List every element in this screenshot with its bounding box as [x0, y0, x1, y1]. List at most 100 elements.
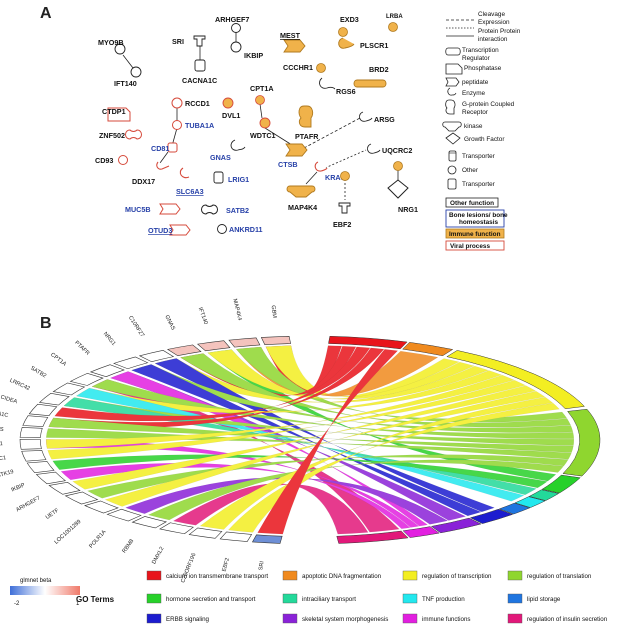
- go-swatch-11: [507, 613, 523, 624]
- gene-segment-24: [219, 531, 253, 542]
- gene-label-1: MAP4K4: [231, 298, 242, 321]
- legend-transporter-2: Transporter: [462, 181, 496, 188]
- legend-peptidase-icon: [445, 77, 460, 87]
- node-ctsb: [285, 143, 308, 157]
- node-brd2: [353, 79, 387, 88]
- go-swatch-4: [146, 593, 162, 604]
- node-ptafr: [298, 105, 314, 128]
- node-ebf2: [338, 202, 351, 214]
- node-uqcrc2: [367, 143, 381, 154]
- term-segment-9: [430, 517, 482, 534]
- go-swatch-2: [402, 570, 418, 581]
- node-myo9b: [114, 43, 126, 55]
- gene-label-6: PTAFR: [73, 340, 90, 357]
- gene-segment-10: [28, 403, 58, 416]
- chord-link-25: [45, 375, 515, 449]
- go-label-0: calcium ion transmembrane transport: [166, 573, 268, 580]
- node-plscr1: [338, 37, 355, 49]
- label-cd93: CD93: [95, 156, 113, 165]
- label-arhgef7: ARHGEF7: [215, 15, 249, 24]
- panel-a-legend: Cleavage Expression Protein Protein inte…: [442, 11, 521, 251]
- legend-box-immune: [445, 228, 505, 239]
- legend-cleavage: Cleavage: [478, 11, 505, 18]
- gene-segment-7: [69, 373, 104, 386]
- term-segment-1: [402, 342, 454, 357]
- edge-cpt1a-wdtc1: [259, 103, 263, 119]
- label-lrba: LRBA: [386, 14, 403, 20]
- label-cpt1a: CPT1A: [250, 84, 274, 93]
- label-dvl1: DVL1: [222, 111, 240, 120]
- chord-link-20: [54, 346, 371, 422]
- node-kras: [314, 161, 328, 172]
- chord-link-11: [131, 364, 482, 517]
- label-brd2: BRD2: [369, 65, 389, 74]
- legend-peptidate: peptidate: [462, 79, 489, 86]
- go-swatch-9: [282, 613, 298, 624]
- label-ikbip: IKBIP: [244, 51, 263, 60]
- gene-label-13: CD81: [0, 441, 3, 448]
- label-kras: KRAS: [325, 173, 346, 182]
- term-segment-11: [336, 530, 409, 544]
- chord-link-27: [52, 454, 548, 489]
- go-label-1: apoptotic DNA fragmentation: [302, 573, 382, 580]
- gene-label-22: DMXL2: [151, 546, 165, 565]
- label-exd3: EXD3: [340, 15, 359, 24]
- edge-wdtc1-ctsb: [264, 127, 293, 146]
- legend-transporter-1: Transporter: [462, 153, 496, 160]
- edge-myo9b-ift140: [122, 54, 134, 69]
- legend-kinase-icon: [442, 121, 462, 132]
- term-segment-7: [498, 502, 531, 515]
- go-label-7: lipid storage: [527, 596, 561, 603]
- go-terms-legend: calcium ion transmembrane transport apopt…: [146, 570, 608, 624]
- term-segment-4: [541, 474, 581, 494]
- node-map4k4: [286, 185, 316, 198]
- go-label-3: regulation of translation: [527, 573, 592, 580]
- legend-growth-factor: Growth Factor: [464, 136, 505, 143]
- network-edges: [122, 30, 399, 200]
- legend-enzyme-icon: [447, 87, 457, 96]
- legend-gpcr-icon: [445, 99, 456, 115]
- term-segment-2: [446, 350, 585, 410]
- node-dvl1: [222, 97, 234, 109]
- gene-segment-21: [131, 516, 167, 529]
- colorbar-max: 1: [76, 601, 80, 607]
- gene-label-21: RBM8: [122, 538, 136, 554]
- label-tuba1a: TUBA1A: [185, 121, 214, 130]
- node-mest: [283, 39, 306, 53]
- gene-label-19: LOC1001289: [54, 519, 83, 546]
- node-ikbip: [230, 41, 242, 53]
- legend-gpcr-2: Receptor: [462, 109, 489, 116]
- colorbar-title: glmnet beta: [20, 578, 52, 584]
- gene-label-2: IFT140: [197, 307, 209, 326]
- chord-link-13: [110, 371, 428, 527]
- legend-transporter-icon: [448, 150, 457, 162]
- node-nrg1: [387, 179, 409, 199]
- legend-box-bone: [445, 209, 505, 228]
- label-ptafr: PTAFR: [295, 132, 319, 141]
- edge-kras-map4k4: [305, 171, 318, 185]
- label-cd81: CD81: [151, 144, 169, 153]
- node-ccchr1: [316, 63, 326, 73]
- gene-segment-5: [113, 356, 149, 370]
- node-tuba1a: [172, 120, 182, 130]
- chord-link-35: [199, 396, 554, 530]
- legend-box-other-label: Other function: [450, 200, 494, 207]
- node-satb2: [201, 204, 218, 215]
- chord-link-5: [207, 349, 475, 400]
- panel-a-letter: A: [40, 5, 52, 22]
- gene-segment-12: [19, 427, 43, 438]
- edge-kras-uqcrc2: [324, 149, 367, 169]
- node-slc6a3: [179, 167, 190, 179]
- gene-segment-2: [196, 340, 231, 352]
- node-rgs6: [319, 77, 336, 90]
- colorbar: [10, 586, 80, 595]
- chord-link-36: [228, 402, 560, 533]
- gene-label-0: GBM: [270, 305, 278, 319]
- gene-segment-8: [52, 382, 86, 396]
- legend-growth-factor-icon: [445, 132, 461, 145]
- go-swatch-7: [507, 593, 523, 604]
- gene-label-24: EBF2: [222, 557, 231, 572]
- node-ddx17: [156, 161, 170, 170]
- term-segment-3: [562, 408, 601, 477]
